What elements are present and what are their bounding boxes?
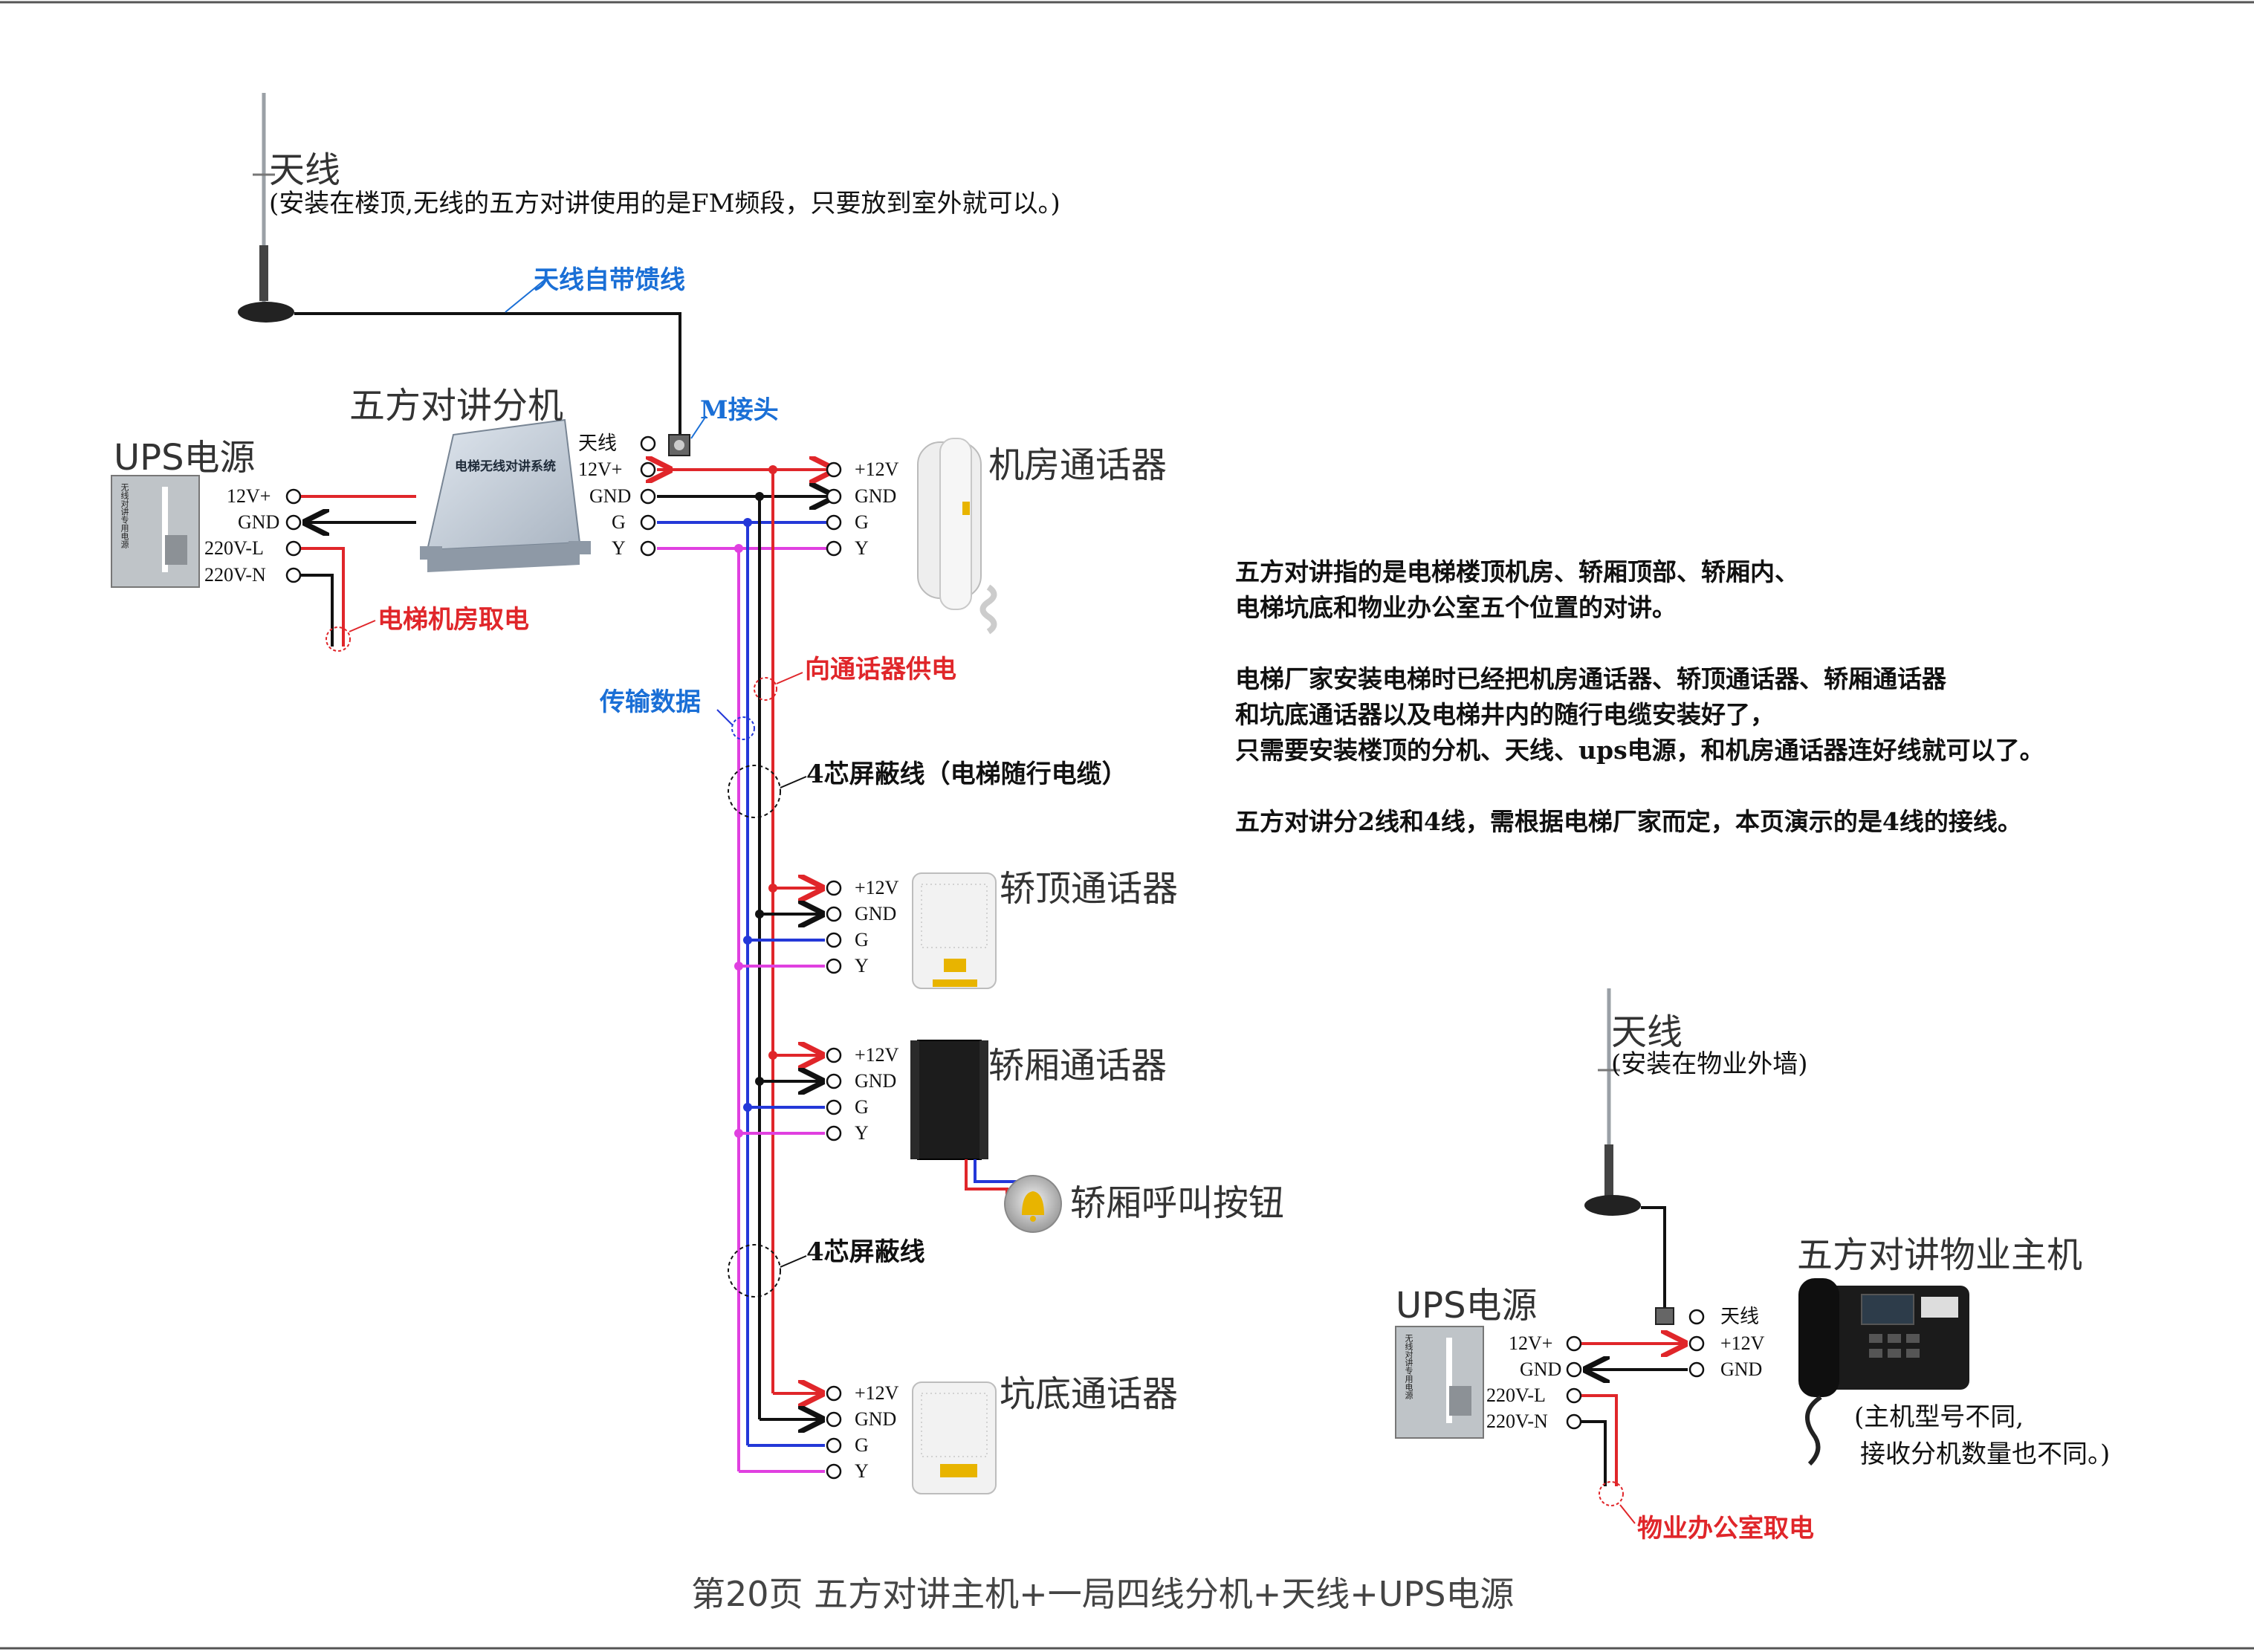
ups-left-pin-12v: 12V+ (227, 485, 271, 507)
antenna-office-note: (安装在物业外墙) (1611, 1049, 1808, 1079)
ups-right-power-note: 物业办公室取电 (1637, 1514, 1814, 1544)
call-button-title: 轿厢呼叫按钮 (1070, 1182, 1285, 1224)
description-line-8: 五方对讲分2线和4线，需根据电梯厂家而定，本页演示的是4线的接线。 (1235, 807, 2022, 836)
m-connector-label: M接头 (700, 395, 779, 425)
pit-speaker-icon (912, 1381, 997, 1494)
host-note-line-1: (主机型号不同, (1854, 1402, 2024, 1432)
ups-left-terminals (285, 488, 302, 583)
description-line-5: 和坑底通话器以及电梯井内的随行电缆安装好了， (1235, 700, 1775, 729)
pit-title: 坑底通话器 (1000, 1373, 1179, 1415)
call-button-icon (1004, 1175, 1062, 1233)
car-top-title: 轿顶通话器 (1000, 868, 1179, 910)
antenna-office-icon (1584, 988, 1641, 1216)
host-terminals (1688, 1309, 1705, 1378)
host-pin-12v: +12V (1720, 1332, 1765, 1354)
ups-right-pin-220l: 220V-L (1486, 1384, 1546, 1406)
pit-pin-g: G (855, 1434, 869, 1456)
splitter-pin-12v: 12V+ (578, 459, 623, 480)
page-footer: 第20页 五方对讲主机+一局四线分机+天线+UPS电源 (691, 1574, 1515, 1614)
car-inside-pin-12v: +12V (855, 1044, 899, 1066)
machine-room-terminals (826, 461, 842, 557)
pit-terminals (826, 1385, 842, 1480)
ups-left-device-label: 无线对讲专用电源 (120, 483, 129, 548)
ups-left-pin-220n: 220V-N (204, 564, 266, 586)
machine-room-pin-y: Y (855, 537, 869, 559)
car-inside-terminals (826, 1047, 842, 1141)
ups-220n-wire (301, 574, 334, 647)
ups-right-pin-220n: 220V-N (1486, 1410, 1548, 1432)
car-top-pin-g: G (855, 929, 869, 950)
host-note-line-2: 接收分机数量也不同。) (1860, 1439, 2111, 1469)
machine-room-title: 机房通话器 (988, 444, 1168, 486)
splitter-pin-antenna: 天线 (578, 433, 618, 454)
machine-room-phone-icon (917, 438, 997, 635)
cable1-annotation: 4芯屏蔽线（电梯随行电缆） (806, 759, 1127, 789)
ups-left-device-icon (111, 475, 200, 588)
ups-left-pin-gnd: GND (238, 511, 280, 533)
ups-right-pin-12v: 12V+ (1509, 1332, 1553, 1354)
car-inside-pin-y: Y (855, 1122, 869, 1144)
description-line-4: 电梯厂家安装电梯时已经把机房通话器、轿顶通话器、轿厢通话器 (1235, 664, 1946, 693)
splitter-pin-gnd: GND (589, 485, 632, 507)
description-line-2: 电梯坑底和物业办公室五个位置的对讲。 (1235, 593, 1677, 622)
machine-room-pin-gnd: GND (855, 485, 897, 507)
car-inside-title: 轿厢通话器 (988, 1045, 1168, 1086)
cable2-annotation: 4芯屏蔽线 (806, 1237, 925, 1267)
ups-left-pin-220l: 220V-L (204, 537, 264, 559)
host-pin-antenna: 天线 (1720, 1306, 1760, 1327)
pit-pin-12v: +12V (855, 1382, 899, 1404)
splitter-terminals (640, 435, 656, 557)
ups-left-title: UPS电源 (114, 437, 256, 479)
m-connector-icon (668, 434, 690, 456)
splitter-title: 五方对讲分机 (349, 385, 564, 427)
car-top-pin-gnd: GND (855, 903, 897, 924)
feed-line (294, 312, 681, 441)
splitter-device-icon (420, 418, 591, 572)
pit-pin-y: Y (855, 1460, 869, 1482)
car-inside-pin-gnd: GND (855, 1070, 897, 1092)
car-inside-intercom-icon (910, 1040, 988, 1160)
pit-pin-gnd: GND (855, 1408, 897, 1430)
antenna-top-title: 天线 (269, 149, 341, 191)
car-top-pin-y: Y (855, 955, 869, 976)
ups-left-power-note: 电梯机房取电 (378, 605, 529, 635)
data-annotation: 传输数据 (600, 687, 701, 717)
splitter-pin-y: Y (612, 537, 626, 559)
description-line-1: 五方对讲指的是电梯楼顶机房、轿厢顶部、轿厢内、 (1235, 557, 1799, 586)
ups-right-title: UPS电源 (1396, 1285, 1538, 1327)
car-top-terminals (826, 880, 842, 974)
antenna-office-title: 天线 (1611, 1011, 1683, 1053)
machine-room-pin-12v: +12V (855, 459, 899, 480)
ups-right-device-icon (1395, 1326, 1484, 1439)
antenna-top-icon (238, 93, 294, 323)
splitter-pin-g: G (612, 511, 626, 533)
machine-room-pin-g: G (855, 511, 869, 533)
feed-line-label: 天线自带馈线 (534, 265, 685, 295)
ups-right-device-label: 无线对讲专用电源 (1404, 1334, 1413, 1399)
car-inside-pin-g: G (855, 1096, 869, 1118)
car-top-pin-12v: +12V (855, 877, 899, 898)
ups-220l-wire (301, 547, 345, 647)
ups-right-pin-gnd: GND (1520, 1358, 1562, 1380)
description-line-6: 只需要安装楼顶的分机、天线、ups电源，和机房通话器连好线就可以了。 (1235, 736, 2044, 765)
splitter-device-label: 电梯无线对讲系统 (455, 459, 556, 474)
host-title: 五方对讲物业主机 (1797, 1234, 2083, 1276)
supply-annotation: 向通话器供电 (805, 655, 956, 684)
host-pin-gnd: GND (1720, 1358, 1763, 1380)
antenna-top-note: (安装在楼顶,无线的五方对讲使用的是FM频段，只要放到室外就可以。) (269, 189, 1060, 218)
car-top-speaker-icon (912, 872, 997, 989)
host-phone-icon (1798, 1278, 1969, 1466)
ups-right-terminals (1566, 1335, 1582, 1430)
